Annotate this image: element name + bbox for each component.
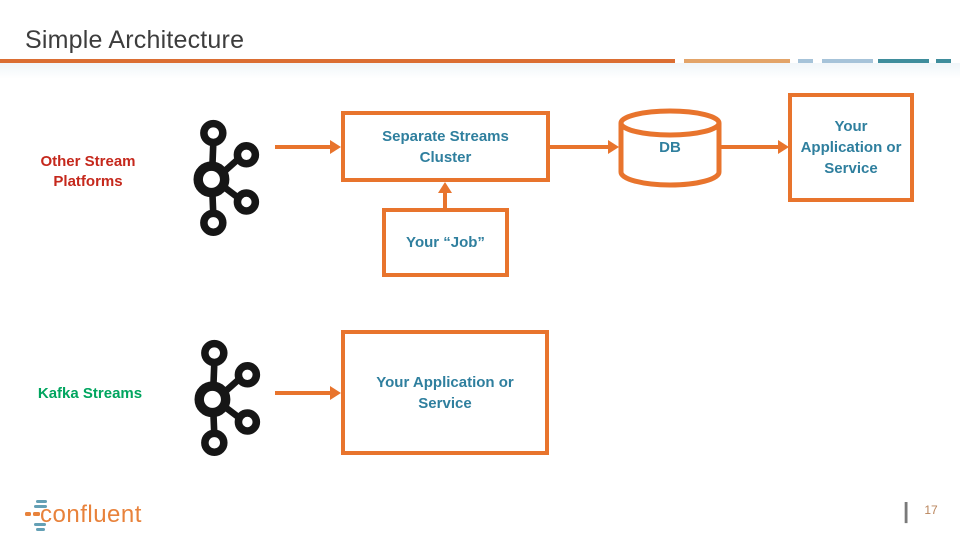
logo-dash [34,523,46,526]
arrow-head-icon [438,182,452,193]
logo-dash [25,512,31,516]
arrow-head-icon [608,140,619,154]
cluster-box-label: Separate Streams Cluster [382,127,509,166]
arrow-shaft [550,145,610,149]
title-underline-segment [822,59,873,63]
database-cylinder-icon [617,108,723,190]
your-job-box: Your “Job” [382,208,509,277]
arrow-db-to-app [719,140,789,154]
logo-dash [34,505,47,508]
logo-dash [33,512,40,516]
confluent-wordmark: confluent [40,501,142,528]
title-underline-segment [878,59,929,63]
label-kafka-streams: Kafka Streams [37,385,143,402]
confluent-logo-mark-icon [25,499,49,532]
arrow-kafka-to-app [275,386,341,400]
arrow-head-icon [330,386,341,400]
arrow-shaft [275,145,332,149]
kafka-logo-icon [186,328,271,465]
arrow-head-icon [778,140,789,154]
separate-streams-cluster-box: Separate Streams Cluster [341,111,550,182]
arrow-job-to-cluster [438,182,452,208]
arrow-head-icon [330,140,341,154]
arrow-shaft [443,191,447,208]
title-underline-segment [684,59,790,63]
page-number: 17 [924,503,938,517]
logo-dash [36,500,47,503]
page-title: Simple Architecture [25,26,245,54]
arrow-shaft [719,145,780,149]
kafka-logo-icon [185,108,270,245]
arrow-shaft [275,391,332,395]
app-box-bottom-label: Your Application or Service [376,373,514,412]
your-application-or-service-box-top: Your Application or Service [788,93,914,202]
title-underline-segment [936,59,951,63]
footer-separator: | [903,498,910,523]
label-other-stream-platforms: Other Stream Platforms [40,153,136,191]
logo-dash [36,528,45,531]
your-application-or-service-box-bottom: Your Application or Service [341,330,549,455]
header-gradient-band [0,63,960,79]
title-underline [0,59,675,63]
arrow-kafka-to-cluster [275,140,341,154]
app-box-top-label: Your Application or Service [800,118,902,177]
job-box-label: Your “Job” [406,234,485,251]
arrow-cluster-to-db [550,140,619,154]
db-label: DB [659,138,681,156]
title-underline-segment [798,59,813,63]
